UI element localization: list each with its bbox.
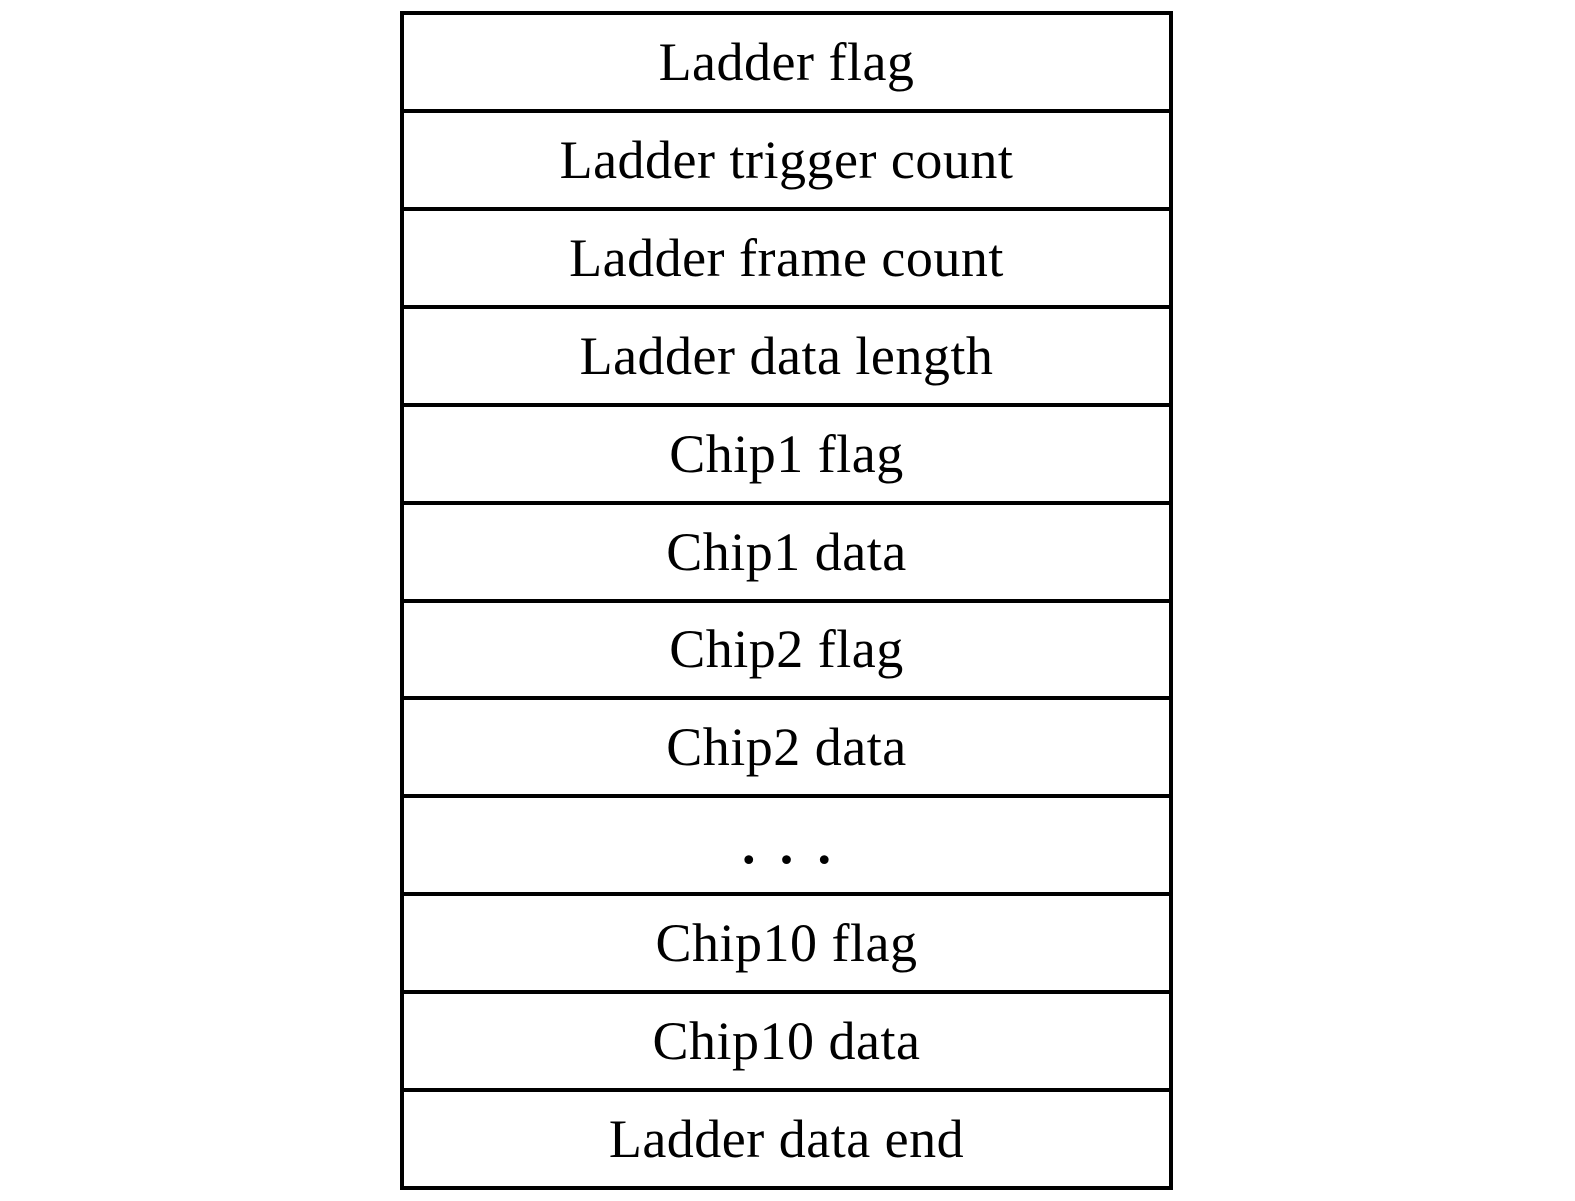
row-label: Chip1 flag (669, 423, 904, 484)
table-row: Chip2 flag (404, 598, 1169, 697)
row-label: Ladder flag (658, 31, 915, 92)
table-row: Ladder trigger count (404, 108, 1169, 207)
table-row: Ladder flag (404, 15, 1169, 109)
row-label: ... (741, 815, 856, 876)
table-row: Chip1 flag (404, 402, 1169, 501)
table-row: Chip10 flag (404, 892, 1169, 990)
row-label: Ladder frame count (569, 227, 1004, 288)
table-row: Ladder frame count (404, 206, 1169, 305)
table-row: Chip1 data (404, 500, 1169, 599)
row-label: Chip2 data (666, 717, 907, 778)
table-row: Ladder data length (404, 304, 1169, 403)
ladder-data-structure-table: Ladder flag Ladder trigger count Ladder … (400, 11, 1173, 1190)
table-row: Chip10 data (404, 990, 1169, 1088)
row-label: Ladder trigger count (559, 129, 1014, 190)
row-label: Ladder data end (608, 1109, 965, 1170)
row-label: Chip10 data (652, 1011, 921, 1072)
table-row: Chip2 data (404, 696, 1169, 794)
row-label: Ladder data length (579, 325, 994, 386)
row-label: Chip10 flag (655, 913, 918, 974)
row-label: Chip1 data (666, 521, 907, 582)
row-label: Chip2 flag (669, 619, 904, 680)
table-row: Ladder data end (404, 1088, 1169, 1186)
table-row: ... (404, 794, 1169, 892)
